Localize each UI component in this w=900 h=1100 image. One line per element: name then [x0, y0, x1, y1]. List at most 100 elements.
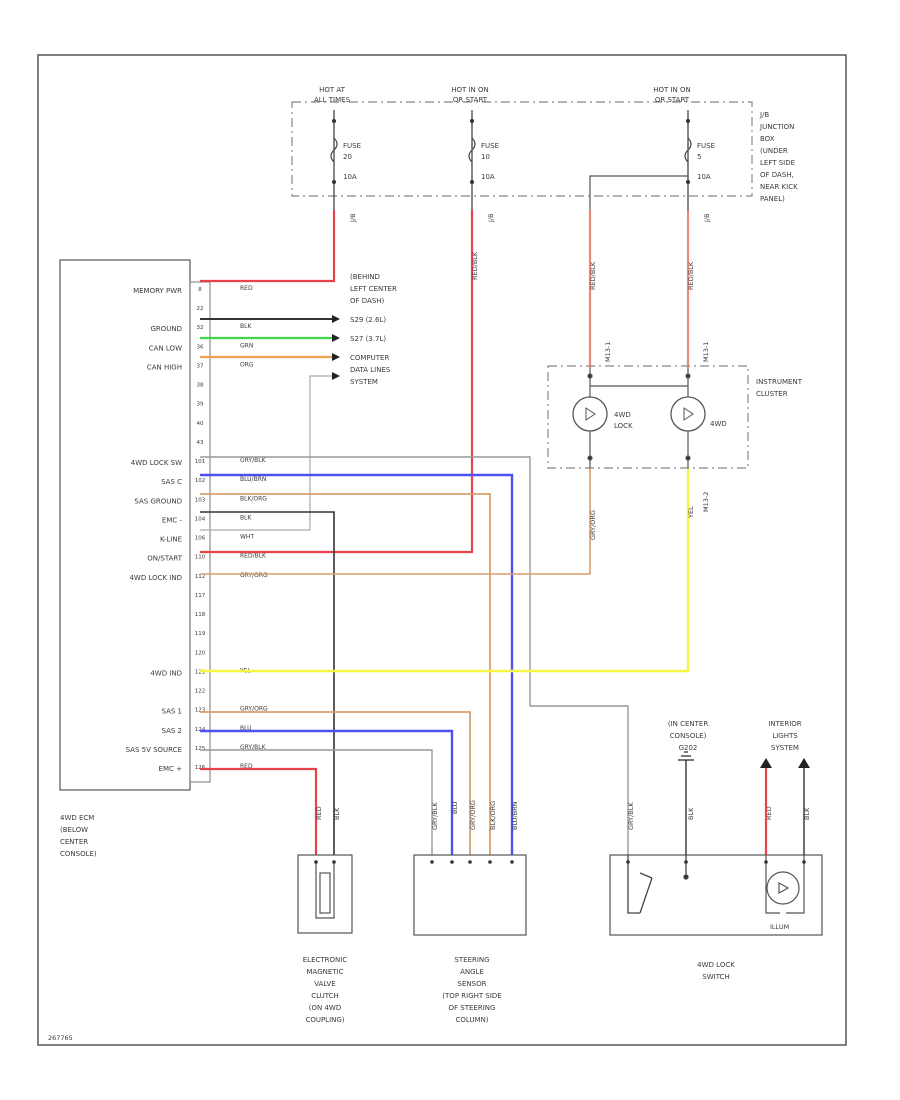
wire-sas-c — [200, 473, 514, 855]
svg-text:FUSE: FUSE — [343, 142, 361, 150]
vlabel-switch-gryblk: GRY/BLK — [627, 802, 635, 830]
svg-text:CONSOLE): CONSOLE) — [60, 850, 97, 858]
ecm-pin-row: 43 — [197, 440, 204, 446]
4wd-lock-switch-label: 4WD LOCK SWITCH — [697, 961, 735, 981]
hot-label-on-only: HOT IN ON OR START — [653, 86, 691, 104]
ecm-pin-label: SAS 2 — [162, 727, 182, 735]
ecm-pin-label: ON/START — [147, 555, 182, 563]
ecm-pin-number: 40 — [197, 421, 204, 427]
ecm-pin-row: CAN HIGH 37 ORG — [147, 361, 254, 371]
hot-label-on-start: HOT IN ON OR START — [451, 86, 489, 104]
wire-sas-2 — [200, 729, 454, 855]
vlabel-switch-blk2: BLK — [803, 807, 811, 820]
svg-text:LEFT SIDE: LEFT SIDE — [760, 159, 795, 167]
ecm-pin-number: 39 — [197, 402, 204, 408]
ecm-pin-number: 103 — [195, 497, 206, 503]
svg-text:ALL TIMES: ALL TIMES — [314, 96, 351, 104]
steering-angle-sensor-box — [413, 854, 527, 936]
svg-text:(UNDER: (UNDER — [760, 147, 788, 155]
instrument-cluster-box — [547, 365, 749, 469]
jb-bridge — [589, 175, 688, 210]
wire-emc-minus — [200, 511, 335, 855]
vlabel-gryorg-cluster: GRY/ORG — [589, 510, 597, 540]
wire-emc-plus — [200, 767, 318, 855]
ecm-pin-label: CAN HIGH — [147, 363, 182, 371]
svg-text:4WD LOCK: 4WD LOCK — [697, 961, 735, 969]
hot-label-all-times: HOT AT ALL TIMES — [314, 86, 351, 104]
wire-4wd-lock-ind — [200, 468, 591, 575]
ecm-wire-color-label: BLK/ORG — [240, 495, 267, 502]
svg-text:NEAR KICK: NEAR KICK — [760, 183, 798, 191]
ecm-pin-number: 104 — [195, 516, 206, 522]
svg-text:OR START: OR START — [453, 96, 488, 104]
wire-on-start — [200, 210, 474, 554]
svg-text:SYSTEM: SYSTEM — [350, 378, 378, 386]
svg-text:ELECTRONIC: ELECTRONIC — [303, 956, 348, 964]
ecm-pin-row: 119 — [195, 631, 206, 637]
vlabel-yel-cluster: YEL — [687, 506, 695, 519]
connector-ref-cluster-c: M13-2 — [702, 492, 710, 512]
cluster-label: INSTRUMENT — [756, 378, 803, 386]
svg-text:OF STEERING: OF STEERING — [449, 1004, 496, 1012]
svg-text:PANEL): PANEL) — [760, 195, 785, 203]
ecm-wire-color-label: GRY/BLK — [240, 457, 267, 464]
svg-text:CONSOLE): CONSOLE) — [670, 732, 707, 740]
svg-text:(BELOW: (BELOW — [60, 826, 88, 834]
wire-4wd-lock-sw — [200, 456, 629, 855]
ecm-pin-number: 110 — [195, 555, 206, 561]
svg-text:5: 5 — [697, 153, 701, 161]
ecm-pin-number: 122 — [195, 689, 206, 695]
svg-text:OF DASH,: OF DASH, — [760, 171, 794, 179]
interior-lights-arrows — [760, 758, 810, 768]
ecm-pin-row: SAS GROUND 103 BLK/ORG — [134, 495, 267, 505]
svg-text:CLUSTER: CLUSTER — [756, 390, 788, 398]
ecm-pin-number: 120 — [195, 650, 206, 656]
vlabel-redblk-fuse10: RED/BLK — [471, 251, 479, 280]
ecm-pin-row: 118 — [195, 612, 206, 618]
ecm-wire-color-label: BLU — [240, 725, 252, 732]
svg-text:10A: 10A — [697, 173, 711, 181]
vlabel-redblk-fuse5: RED/BLK — [687, 261, 695, 290]
svg-text:20: 20 — [343, 153, 352, 161]
fuse-5: FUSE 5 10A — [684, 110, 715, 210]
steering-angle-sensor-label: STEERING ANGLE SENSOR (TOP RIGHT SIDE OF… — [442, 956, 501, 1024]
ecm-wire-color-label: GRY/ORG — [240, 572, 268, 579]
ecm-pin-row: 22 — [197, 306, 204, 312]
ecm-pin-label: EMC - — [162, 516, 183, 524]
connector-ref-fuse5: J/B — [703, 213, 711, 223]
lamp-4wd-lock-icon — [572, 396, 608, 432]
ecm-pin-number: 32 — [197, 325, 204, 331]
svg-text:S29 (2.6L): S29 (2.6L) — [350, 316, 386, 324]
ecm-pin-label: 4WD LOCK IND — [129, 574, 182, 582]
ecm-pin-row: 122 — [195, 689, 206, 695]
interior-lights-label: INTERIOR LIGHTS SYSTEM — [768, 720, 801, 752]
ecm-pin-row: 39 — [197, 402, 204, 408]
lamp-4wd-icon — [670, 396, 706, 432]
svg-text:4WD ECM: 4WD ECM — [60, 814, 94, 822]
ecm-pin-label: SAS GROUND — [134, 497, 182, 505]
ecm-pin-label: GROUND — [150, 325, 182, 333]
ecm-pin-number: 36 — [197, 344, 204, 350]
svg-text:SENSOR: SENSOR — [458, 980, 487, 988]
ecm-pin-row: 40 — [197, 421, 204, 427]
svg-text:(ON 4WD: (ON 4WD — [309, 1004, 341, 1012]
ecm-wire-color-label: ORG — [240, 361, 254, 368]
vlabel-redblk-cluster: RED/BLK — [589, 261, 597, 290]
ecm-pin-row: 117 — [195, 593, 206, 599]
4wd-lock-switch-box — [609, 854, 823, 936]
ecm-pin-label: SAS 5V SOURCE — [126, 746, 182, 754]
svg-text:JUNCTION: JUNCTION — [759, 123, 794, 131]
ecm-wire-color-label: GRY/ORG — [240, 706, 268, 713]
ecm-pin-number: 37 — [197, 363, 204, 369]
svg-text:CLUTCH: CLUTCH — [311, 992, 339, 1000]
svg-text:(TOP RIGHT SIDE: (TOP RIGHT SIDE — [442, 992, 501, 1000]
svg-text:10: 10 — [481, 153, 490, 161]
